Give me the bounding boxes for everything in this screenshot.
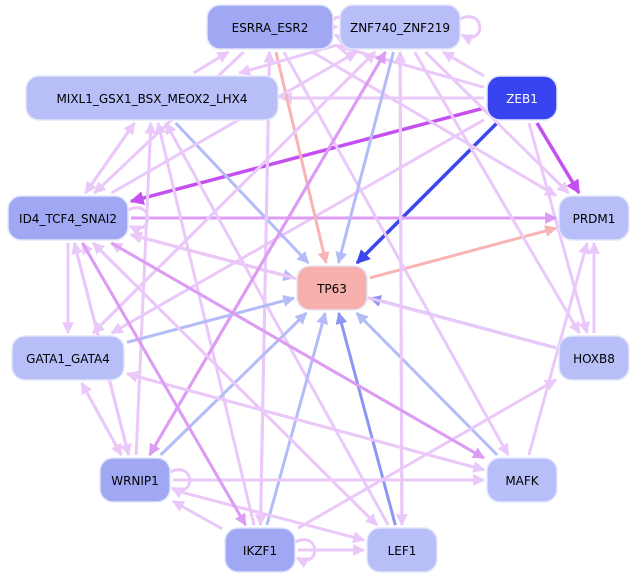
node-box[interactable] xyxy=(486,75,558,121)
edge-wrnip1-to-lef1 xyxy=(172,488,366,544)
node-label: MAFK xyxy=(505,474,539,488)
node-box[interactable] xyxy=(11,335,125,381)
node-label: TP63 xyxy=(316,282,347,296)
node-label: WRNIP1 xyxy=(111,474,159,488)
edge-ikzf1-to-wrnip1 xyxy=(171,499,223,531)
node-label: ZEB1 xyxy=(506,92,538,106)
node-wrnip1[interactable]: WRNIP1 xyxy=(99,457,171,503)
edge-gata-to-tp63 xyxy=(126,295,296,344)
node-box[interactable] xyxy=(339,4,461,50)
node-lef1[interactable]: LEF1 xyxy=(366,527,438,573)
edge-id4-to-znf740_znf219 xyxy=(110,50,358,195)
node-prdm1[interactable]: PRDM1 xyxy=(558,195,630,241)
edge-id4-to-ikzf1 xyxy=(81,242,247,527)
edge-gata-to-wrnip1 xyxy=(80,382,123,457)
edge-tp63-to-prdm1 xyxy=(369,225,558,280)
edge-mixl1-to-esrra_esr2 xyxy=(192,50,230,75)
edges-layer xyxy=(62,21,600,556)
node-label: ESRRA_ESR2 xyxy=(232,21,309,35)
edge-zeb1-to-znf740_znf219 xyxy=(441,50,485,78)
edge-gata-to-mafk xyxy=(126,372,486,473)
node-box[interactable] xyxy=(486,457,558,503)
edge-zeb1-to-tp63 xyxy=(355,121,499,265)
edge-id4-to-mixl1 xyxy=(84,122,136,194)
node-box[interactable] xyxy=(206,4,334,50)
node-box[interactable] xyxy=(558,335,630,381)
node-label: ZNF740_ZNF219 xyxy=(350,21,450,35)
edge-zeb1-to-gata xyxy=(110,118,485,335)
self-loop-wrnip1 xyxy=(169,468,192,499)
edge-id4-to-lef1 xyxy=(92,241,378,527)
edge-lef1-to-tp63 xyxy=(335,311,397,526)
edge-lef1-to-mixl1 xyxy=(164,121,390,526)
node-label: IKZF1 xyxy=(243,544,277,558)
edge-znf740_znf219-to-hoxb8 xyxy=(413,51,581,335)
edge-id4-to-mafk xyxy=(110,241,486,460)
node-esrra_esr2[interactable]: ESRRA_ESR2 xyxy=(206,4,334,50)
edge-ikzf1-to-esrra_esr2 xyxy=(258,50,276,526)
edge-mafk-to-prdm1 xyxy=(527,241,591,456)
node-tp63[interactable]: TP63 xyxy=(296,265,368,311)
nodes-layer: ESRRA_ESR2 ZNF740_ZNF219MIXL1_GSX1_BSX_ME… xyxy=(7,4,630,573)
node-label: LEF1 xyxy=(388,544,417,558)
edge-wrnip1-to-mixl1 xyxy=(134,121,157,456)
node-znf740_znf219[interactable]: ZNF740_ZNF219 xyxy=(339,4,461,50)
node-box[interactable] xyxy=(558,195,630,241)
edge-zeb1-to-id4 xyxy=(129,106,485,205)
edge-gata-to-znf740_znf219 xyxy=(92,50,376,335)
node-box[interactable] xyxy=(224,527,296,573)
node-gata[interactable]: GATA1_GATA4 xyxy=(11,335,125,381)
edge-mafk-to-tp63 xyxy=(355,311,499,457)
self-loop-znf740_znf219 xyxy=(459,15,482,46)
node-ikzf1[interactable]: IKZF1 xyxy=(224,527,296,573)
self-loop-ikzf1 xyxy=(294,538,317,569)
node-label: HOXB8 xyxy=(573,352,615,366)
edge-znf740_znf219-to-tp63 xyxy=(335,51,395,265)
node-box[interactable] xyxy=(25,75,279,121)
node-box[interactable] xyxy=(296,265,368,311)
node-mafk[interactable]: MAFK xyxy=(486,457,558,503)
node-label: GATA1_GATA4 xyxy=(26,352,110,366)
self-loop-id4 xyxy=(127,206,150,237)
edge-ikzf1-to-mixl1 xyxy=(154,121,256,526)
node-label: ID4_TCF4_SNAI2 xyxy=(19,212,117,226)
edge-znf740_znf219-to-prdm1 xyxy=(424,50,570,195)
edge-lef1-to-znf740_znf219 xyxy=(394,50,407,526)
node-label: PRDM1 xyxy=(573,212,616,226)
node-box[interactable] xyxy=(366,527,438,573)
edge-zeb1-to-esrra_esr2 xyxy=(334,42,485,89)
edge-esrra_esr2-to-mafk xyxy=(282,51,510,457)
edge-esrra_esr2-to-tp63 xyxy=(274,51,330,265)
node-mixl1[interactable]: MIXL1_GSX1_BSX_MEOX2_LHX4 xyxy=(25,75,279,121)
node-id4[interactable]: ID4_TCF4_SNAI2 xyxy=(7,195,129,241)
edge-zeb1-to-prdm1 xyxy=(535,122,581,195)
node-label: MIXL1_GSX1_BSX_MEOX2_LHX4 xyxy=(56,92,247,106)
edge-mixl1-to-tp63 xyxy=(174,121,310,265)
node-box[interactable] xyxy=(99,457,171,503)
edge-wrnip1-to-znf740_znf219 xyxy=(148,50,387,456)
node-hoxb8[interactable]: HOXB8 xyxy=(558,335,630,381)
edge-zeb1-to-hoxb8 xyxy=(527,122,590,335)
node-zeb1[interactable]: ZEB1 xyxy=(486,75,558,121)
node-box[interactable] xyxy=(7,195,129,241)
